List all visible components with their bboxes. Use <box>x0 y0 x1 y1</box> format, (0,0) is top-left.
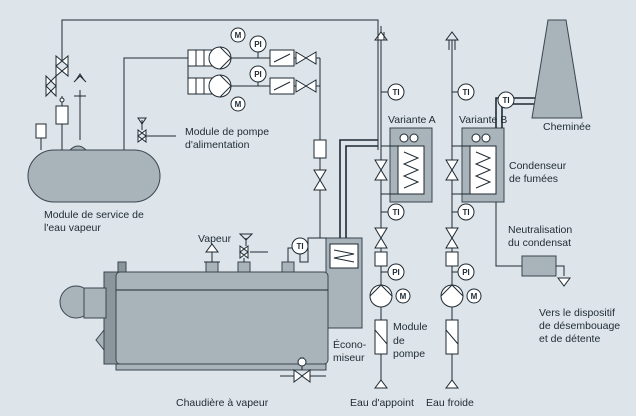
boiler-bottom-valve <box>280 357 326 383</box>
column-b-motor: M <box>471 292 478 301</box>
chimney <box>531 19 583 119</box>
variante-b-condenser <box>452 127 505 203</box>
column-b-ti-top: TI <box>462 88 469 97</box>
makeup-inlet-arrow-icon <box>374 379 388 389</box>
label-variante-b: Variante B <box>459 114 507 126</box>
label-desembouage-3: et de détente <box>539 333 600 345</box>
label-module-pompe-1: Module <box>393 321 428 333</box>
label-condenseur-1: Condenseur <box>509 160 567 172</box>
vent-arrow-icon <box>75 73 85 81</box>
label-pompe-alim-1: Module de pompe <box>185 126 269 138</box>
label-cheminee: Cheminée <box>543 121 591 133</box>
pressure-indicator-2: PI <box>254 70 262 79</box>
column-b-ti-mid: TI <box>462 208 469 217</box>
motor-symbol-1: M <box>235 31 242 40</box>
drain-arrow-icon <box>557 277 571 287</box>
feed-pump-2: M PI <box>187 65 320 112</box>
label-vapeur: Vapeur <box>198 233 232 245</box>
column-a-ti-top: TI <box>392 88 399 97</box>
economiser-ti-pipe <box>299 237 326 263</box>
column-a-motor: M <box>400 292 407 301</box>
label-economiseur-2: miseur <box>333 352 365 364</box>
column-a-pi: PI <box>392 268 400 277</box>
motor-symbol-2: M <box>235 100 242 109</box>
variante-a-condenser <box>381 127 433 203</box>
deaerator-tank <box>27 145 161 203</box>
column-b-pi: PI <box>462 268 470 277</box>
label-neutralisation-2: du condensat <box>508 237 571 249</box>
label-module-pompe-3: pompe <box>393 348 425 360</box>
flue-ti: TI <box>502 96 509 105</box>
label-condenseur-2: de fumées <box>509 173 558 185</box>
label-module-service-1: Module de service de <box>44 209 144 221</box>
label-neutralisation-1: Neutralisation <box>508 224 572 236</box>
feed-pump-1: M PI <box>187 27 320 70</box>
label-desembouage-2: de désembouage <box>539 320 620 332</box>
flue-gas-duct: TI <box>495 91 552 128</box>
label-module-service-2: l'eau vapeur <box>44 222 101 234</box>
feed-top-pipe <box>123 57 188 150</box>
makeup-water-column: TI TI PI M <box>369 26 411 389</box>
label-economiseur-1: Écono- <box>333 338 367 351</box>
label-eau-froide: Eau froide <box>426 397 474 409</box>
economiser <box>325 139 378 329</box>
label-desembouage-1: Vers le dispositif <box>539 307 615 319</box>
label-chaudiere: Chaudière à vapeur <box>176 397 269 409</box>
label-eau-appoint: Eau d'appoint <box>350 397 414 409</box>
column-a-ti-mid: TI <box>392 208 399 217</box>
cold-water-inlet-arrow-icon <box>445 379 459 389</box>
steam-up-arrow-icon <box>205 243 219 253</box>
feed-line-to-economiser <box>313 139 328 239</box>
steam-boiler <box>59 233 329 371</box>
neutralisation-unit <box>495 202 571 287</box>
cold-water-column: TI TI PI M <box>440 31 482 389</box>
makeup-top-arrow-icon <box>374 31 388 41</box>
label-module-pompe-2: de <box>393 335 405 347</box>
safety-valve <box>137 117 176 143</box>
label-pompe-alim-2: d'alimentation <box>185 139 250 151</box>
label-variante-a: Variante A <box>388 114 436 126</box>
pressure-indicator-1: PI <box>254 40 262 49</box>
top-return-pipe <box>61 19 379 150</box>
deaerator-valves <box>35 54 87 150</box>
economiser-ti-label: TI <box>296 242 303 251</box>
